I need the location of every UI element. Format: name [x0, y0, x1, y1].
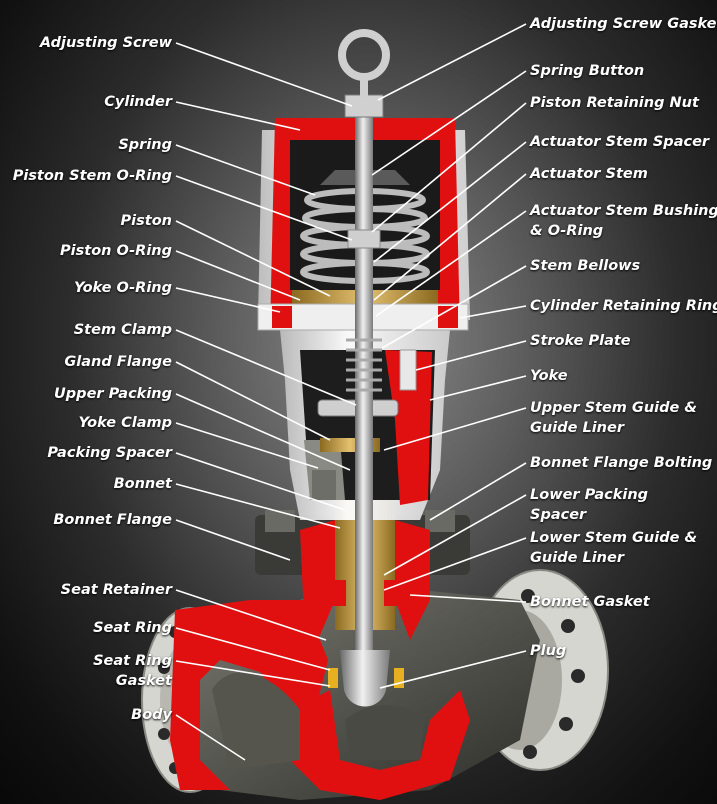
label-bonnet-flange: Bonnet Flange — [53, 512, 172, 528]
label-bonnet-gasket-leader — [409, 594, 527, 603]
label-yoke-leader — [429, 375, 527, 401]
label-body: Body — [131, 707, 172, 723]
label-spring-button: Spring Button — [530, 63, 645, 79]
label-bonnet-leader — [175, 483, 341, 529]
label-stroke-plate-leader — [415, 340, 527, 371]
label-spring: Spring — [118, 137, 172, 153]
label-upper-stem-guide-leader — [383, 407, 527, 451]
label-upper-packing-leader — [175, 393, 351, 471]
label-yoke-clamp: Yoke Clamp — [78, 415, 173, 431]
label-piston-o-ring: Piston O-Ring — [60, 243, 172, 259]
label-piston-stem-o-ring-leader — [175, 175, 353, 241]
label-spring-leader — [175, 144, 316, 196]
label-cylinder-retaining-ring: Cylinder Retaining Ring — [530, 298, 717, 314]
label-actuator-stem-bushing: Actuator Stem Bushing & O-Ring — [530, 203, 717, 239]
label-upper-stem-guide: Upper Stem Guide & Guide Liner — [530, 400, 698, 436]
label-seat-retainer: Seat Retainer — [60, 582, 172, 598]
label-actuator-stem-spacer: Actuator Stem Spacer — [530, 134, 710, 150]
label-seat-ring-gasket: Seat Ring Gasket — [93, 653, 172, 689]
label-adjusting-screw-gasket: Adjusting Screw Gasket — [530, 16, 717, 32]
label-body-leader — [175, 714, 246, 761]
label-stem-clamp-leader — [175, 329, 357, 406]
label-adjusting-screw-leader — [175, 42, 353, 107]
label-actuator-stem: Actuator Stem — [530, 166, 648, 182]
label-gland-flange: Gland Flange — [64, 354, 172, 370]
label-lower-packing-spacer-leader — [383, 494, 527, 576]
label-piston-leader — [175, 220, 331, 297]
label-actuator-stem-bushing-leader — [375, 210, 527, 317]
label-piston-stem-o-ring: Piston Stem O-Ring — [12, 168, 172, 184]
label-yoke-clamp-leader — [175, 422, 319, 469]
label-piston-retaining-nut: Piston Retaining Nut — [530, 95, 699, 111]
label-gland-flange-leader — [175, 361, 331, 441]
label-cylinder-retaining-ring-leader — [459, 305, 527, 319]
label-packing-spacer: Packing Spacer — [47, 445, 172, 461]
label-piston-o-ring-leader — [175, 250, 301, 301]
label-bonnet-flange-bolting: Bonnet Flange Bolting — [530, 455, 713, 471]
label-spring-button-leader — [371, 70, 527, 176]
label-lower-stem-guide: Lower Stem Guide & Guide Liner — [530, 530, 698, 566]
label-adjusting-screw: Adjusting Screw — [39, 35, 172, 51]
label-plug-leader — [379, 650, 527, 689]
label-bonnet-gasket: Bonnet Gasket — [530, 594, 650, 610]
label-yoke-o-ring-leader — [175, 287, 281, 313]
label-lower-packing-spacer: Lower Packing Spacer — [530, 487, 649, 523]
label-seat-ring-gasket-leader — [175, 660, 331, 687]
label-bonnet-flange-leader — [175, 519, 291, 561]
label-upper-packing: Upper Packing — [54, 386, 172, 402]
label-seat-ring: Seat Ring — [93, 620, 172, 636]
label-yoke-o-ring: Yoke O-Ring — [73, 280, 172, 296]
label-stroke-plate: Stroke Plate — [530, 333, 631, 349]
label-lower-stem-guide-leader — [383, 537, 527, 591]
label-stem-bellows-leader — [381, 265, 527, 349]
stem — [328, 29, 404, 707]
label-seat-retainer-leader — [175, 589, 327, 641]
label-packing-spacer-leader — [175, 452, 346, 511]
label-actuator-stem-spacer-leader — [373, 141, 527, 263]
label-piston: Piston — [120, 213, 172, 229]
label-bonnet-flange-bolting-leader — [429, 462, 527, 521]
label-yoke: Yoke — [530, 368, 568, 384]
bellows — [346, 338, 382, 392]
label-stem-bellows: Stem Bellows — [530, 258, 641, 274]
label-cylinder: Cylinder — [104, 94, 172, 110]
label-plug: Plug — [530, 643, 567, 659]
label-stem-clamp: Stem Clamp — [73, 322, 172, 338]
label-seat-ring-leader — [175, 627, 331, 671]
label-actuator-stem-leader — [373, 173, 527, 301]
label-adjusting-screw-gasket-leader — [377, 23, 527, 101]
label-bonnet: Bonnet — [113, 476, 172, 492]
label-piston-retaining-nut-leader — [371, 102, 527, 233]
label-cylinder-leader — [175, 101, 301, 131]
